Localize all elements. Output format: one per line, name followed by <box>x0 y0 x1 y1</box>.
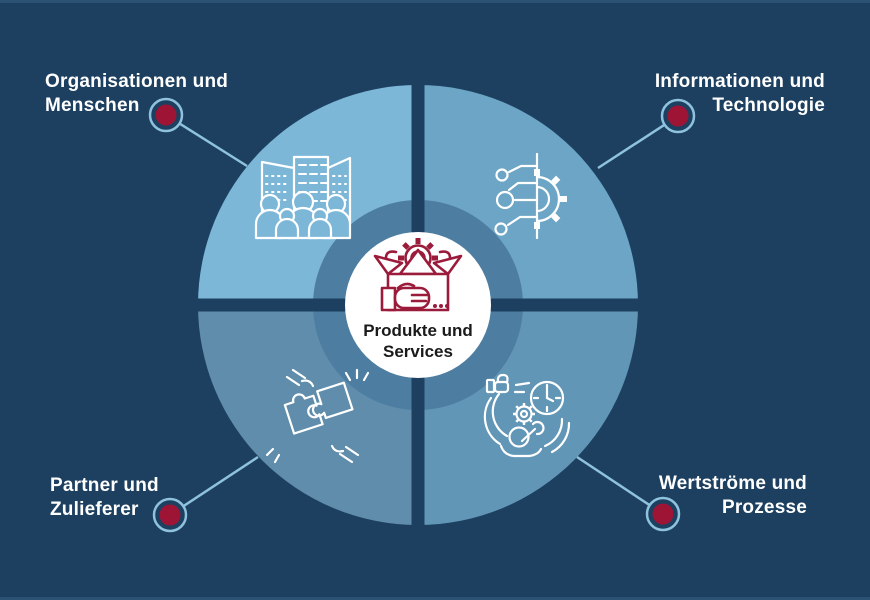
gear-teeth <box>534 169 567 229</box>
thumb-up <box>496 373 509 384</box>
marker-bottom-left <box>152 497 188 533</box>
marker-dot <box>652 503 674 525</box>
wrench <box>520 420 545 443</box>
top-edge-strip <box>0 0 870 3</box>
hand-cuff <box>380 286 397 312</box>
ellipsis-dots <box>433 304 449 308</box>
label-produkte-und-services: Produkte und Services <box>338 320 498 362</box>
half-gear-inner <box>535 185 551 213</box>
hand-palm <box>499 444 543 458</box>
puzzle-piece-right <box>311 381 354 420</box>
trace-1 <box>507 164 539 174</box>
spark-top-right <box>344 368 370 382</box>
trace-4 <box>506 215 539 227</box>
node-2 <box>495 190 515 210</box>
clock-ticks <box>532 383 562 413</box>
label-line-1: Wertströme und <box>658 473 807 494</box>
gear-small-hub <box>519 409 529 419</box>
cycle-arc-right <box>543 417 571 454</box>
buildings-people-icon <box>254 155 352 240</box>
hand-top <box>285 368 315 388</box>
markers <box>148 97 696 533</box>
label-line-2: Technologie <box>712 95 825 116</box>
marker-top-right <box>660 98 696 134</box>
marker-dot <box>159 504 181 526</box>
open-box-gear-hand-icon <box>373 238 463 312</box>
label-informationen-und-technologie: Informationen und Technologie <box>655 70 825 118</box>
cycle-arc-left <box>483 392 509 446</box>
node-1 <box>495 168 509 182</box>
marker-dot <box>667 105 689 127</box>
wrench-ring <box>508 426 530 448</box>
marker-dot <box>155 104 177 126</box>
connector-bottom-left <box>169 455 259 517</box>
label-line-1: Partner und <box>50 475 159 496</box>
label-line-1: Informationen und <box>654 71 825 92</box>
building-right <box>326 156 352 226</box>
speed-dashes <box>513 381 531 394</box>
box-flap-right <box>432 254 463 276</box>
hand-fingers <box>396 282 430 303</box>
thumb-fist <box>493 380 510 394</box>
people-group <box>254 190 352 240</box>
label-line-2: Zulieferer <box>50 499 139 520</box>
label-line-1: Organisationen und <box>45 71 229 92</box>
box-flap-left <box>373 254 404 276</box>
marker-top-left <box>148 97 184 133</box>
clock-gear-wrench-cycle-icon <box>483 373 571 458</box>
trace-2 <box>507 181 539 192</box>
half-gear-outer <box>535 175 561 223</box>
marker-bottom-right <box>645 496 681 532</box>
gear-circuit-icon <box>494 152 567 240</box>
hand-fist <box>393 286 431 310</box>
clock-hands <box>545 388 555 403</box>
node-3 <box>494 222 508 236</box>
label-line-2: Prozesse <box>721 497 807 518</box>
puzzle-hands-icon <box>265 368 370 464</box>
spark-bottom-left <box>265 447 281 464</box>
gear-small-teeth <box>513 403 535 425</box>
center-label-line-2: Services <box>383 342 453 361</box>
label-wertstroeme-und-prozesse: Wertströme und Prozesse <box>659 472 807 520</box>
center-label-line-1: Produkte und <box>363 321 473 340</box>
clock-face <box>529 380 565 416</box>
label-line-2: Menschen <box>45 95 140 116</box>
connectors <box>165 113 679 517</box>
label-partner-und-zulieferer: Partner und Zulieferer <box>50 474 159 522</box>
bottom-edge-strip <box>0 597 870 600</box>
hand-bottom <box>330 444 360 464</box>
label-organisationen-und-menschen: Organisationen und Menschen <box>45 70 228 118</box>
